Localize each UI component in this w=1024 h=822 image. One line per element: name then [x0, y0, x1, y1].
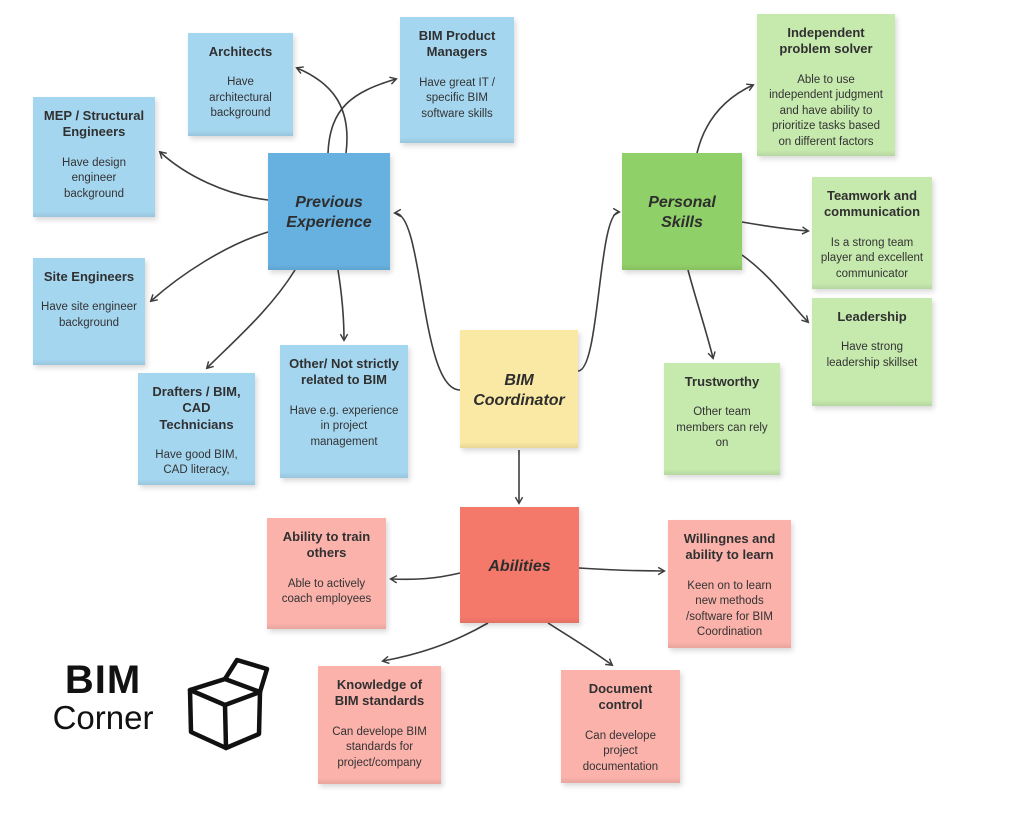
note-title: Independent problem solver	[779, 25, 873, 57]
note-title: MEP / Structural Engineers	[43, 108, 145, 140]
note-body: Have site engineer background	[41, 301, 137, 329]
note-ability-to-train-others: Ability to train others Able to actively…	[267, 518, 386, 629]
note-leadership: Leadership Have strong leadership skills…	[812, 298, 932, 406]
note-abilities: Abilities	[460, 507, 579, 623]
note-knowledge-of-bim-standards: Knowledge of BIM standards Can develope …	[318, 666, 441, 784]
arrow-abilities-to-willingness	[578, 566, 666, 576]
note-title: Abilities	[488, 557, 551, 575]
note-title: Site Engineers	[43, 269, 135, 284]
bim-corner-logo: BIM Corner	[42, 657, 270, 752]
note-body: Keen on to learn new methods /software f…	[686, 579, 773, 639]
note-bim-product-managers: BIM Product Managers Have great IT / spe…	[400, 17, 514, 143]
note-title: Willingnes and ability to learn	[683, 531, 776, 563]
note-body: Can develope BIM standards for project/c…	[332, 725, 427, 769]
note-willingness-to-learn: Willingnes and ability to learn Keen on …	[668, 520, 791, 648]
note-bim-coordinator: BIM Coordinator	[460, 330, 578, 448]
arrow-abilities-to-knowledge-standards	[381, 622, 489, 665]
note-body: Able to actively coach employees	[281, 577, 372, 606]
arrow-bim-coordinator-to-previous-experience	[393, 208, 461, 391]
arrow-abilities-to-train-others	[389, 572, 461, 584]
arrow-personal-skills-to-teamwork	[741, 221, 810, 235]
note-title: Previous Experience	[286, 194, 372, 231]
note-mep-structural-engineers: MEP / Structural Engineers Have design e…	[33, 97, 155, 217]
note-body: Have good BIM, CAD literacy,	[155, 448, 238, 477]
arrow-previous-experience-to-bim-product-managers	[327, 76, 398, 154]
arrow-previous-experience-to-site-engineers	[149, 231, 269, 303]
note-title: Knowledge of BIM standards	[334, 677, 425, 709]
note-body: Have great IT / specific BIM software sk…	[419, 76, 495, 120]
note-title: Ability to train others	[282, 529, 371, 561]
note-title: Architects	[208, 44, 273, 59]
logo-text-bim: BIM	[64, 658, 142, 702]
note-title: Trustworthy	[684, 374, 760, 389]
arrow-previous-experience-to-mep	[158, 150, 269, 201]
note-body: Have architectural background	[209, 76, 272, 120]
open-box-icon	[187, 657, 270, 751]
arrow-previous-experience-to-other	[337, 269, 349, 342]
note-personal-skills: Personal Skills	[622, 153, 742, 270]
note-drafters-cad-technicians: Drafters / BIM, CAD Technicians Have goo…	[138, 373, 255, 485]
arrow-personal-skills-to-trustworthy	[687, 269, 716, 360]
arrow-abilities-to-document-control	[547, 622, 614, 667]
note-other-not-strictly-bim: Other/ Not strictly related to BIM Have …	[280, 345, 408, 478]
note-independent-problem-solver: Independent problem solver Able to use i…	[757, 14, 895, 156]
note-body: Have strong leadership skillset	[826, 341, 918, 369]
arrow-personal-skills-to-independent	[696, 83, 755, 154]
note-body: Able to use independent judgment and hav…	[769, 73, 883, 148]
note-title: Other/ Not strictly related to BIM	[289, 356, 399, 388]
note-title: Personal Skills	[648, 194, 716, 231]
note-trustworthy: Trustworthy Other team members can rely …	[664, 363, 780, 475]
arrow-previous-experience-to-architects	[295, 66, 348, 154]
note-document-control: Document control Can develope project do…	[561, 670, 680, 783]
note-teamwork-communication: Teamwork and communication Is a strong t…	[812, 177, 932, 289]
bim-corner-logo-text: BIM Corner	[42, 660, 164, 736]
note-title: Leadership	[837, 309, 907, 324]
note-title: BIM Product Managers	[418, 28, 496, 60]
logo-text-corner: Corner	[52, 699, 154, 736]
note-title: Document control	[588, 681, 653, 713]
note-title: Teamwork and communication	[823, 188, 921, 220]
arrow-bim-coordinator-to-personal-skills	[577, 207, 621, 372]
note-previous-experience: Previous Experience	[268, 153, 390, 270]
note-architects: Architects Have architectural background	[188, 33, 293, 136]
note-title: BIM Coordinator	[473, 371, 565, 409]
arrow-personal-skills-to-leadership	[741, 254, 810, 324]
arrow-previous-experience-to-drafters	[205, 269, 296, 370]
note-body: Have design engineer background	[62, 156, 126, 200]
note-body: Have e.g. experience in project manageme…	[289, 404, 399, 448]
note-body: Other team members can rely on	[676, 406, 768, 450]
note-body: Can develope project documentation	[582, 729, 659, 773]
note-site-engineers: Site Engineers Have site engineer backgr…	[33, 258, 145, 365]
note-title: Drafters / BIM, CAD Technicians	[152, 384, 241, 432]
note-body: Is a strong team player and excellent co…	[820, 236, 924, 280]
